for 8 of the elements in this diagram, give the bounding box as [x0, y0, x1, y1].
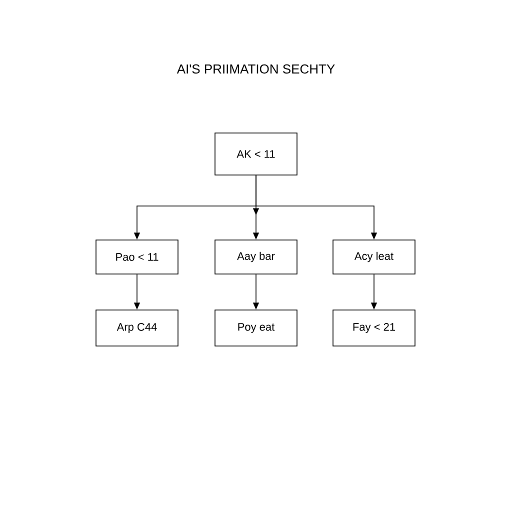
process-box: Pao < 11: [96, 240, 178, 274]
process-box: Fay < 21: [332, 310, 416, 346]
process-box: Aay bar: [214, 240, 298, 274]
process-box: AK < 11: [214, 132, 298, 176]
process-box: Acy leat: [332, 240, 416, 274]
process-box: Poy eat: [214, 310, 298, 346]
title: AI'S PRIIMATION SECHTY: [176, 64, 335, 74]
process-box: Arp C44: [96, 310, 178, 346]
